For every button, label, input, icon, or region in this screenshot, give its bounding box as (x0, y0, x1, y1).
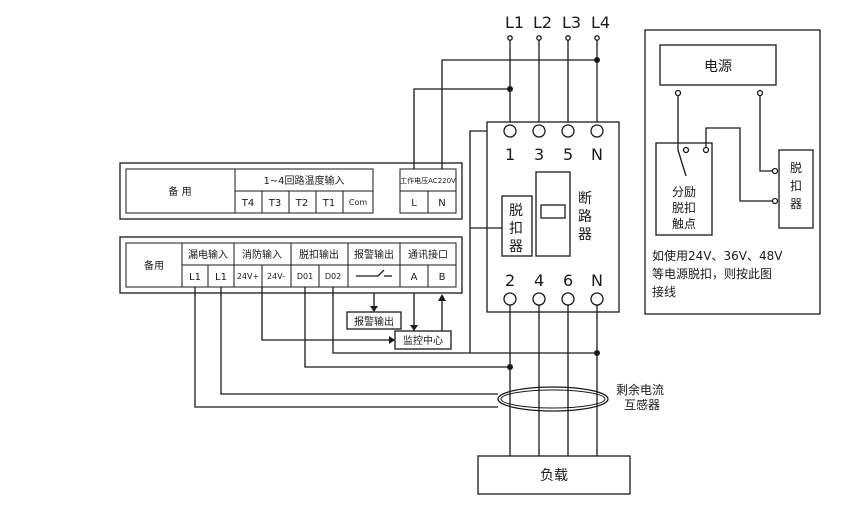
io-group-alarm-output: 报警输出 (354, 248, 394, 261)
breaker-bottom-terminal-4 (532, 292, 546, 306)
alarm-output-box (346, 311, 402, 330)
breaker-trip-device (501, 195, 533, 257)
alarm-relay-symbol (356, 269, 385, 277)
load: 负载 (477, 455, 631, 495)
breaker-bottom-label-6: 6 (563, 271, 573, 290)
power-cell-n: N (438, 198, 445, 209)
load-box (477, 455, 631, 495)
phase-wires (509, 40, 598, 126)
io-group-comm: 通讯接口 (408, 248, 448, 261)
shunt-contact-box (655, 142, 713, 236)
phase-label-l1: L1 (505, 13, 524, 32)
temp-cell-com: Com (349, 198, 367, 207)
controller-power-wires (413, 57, 600, 169)
io-cell-d02: D02 (325, 272, 341, 281)
trip-output-wires (304, 130, 600, 370)
io-cell-l1-b: L1 (215, 272, 227, 283)
alarm-output-label: 报警输出 (354, 315, 394, 328)
io-cell-a: A (411, 272, 418, 283)
breaker-label-char-3: 器 (578, 227, 592, 243)
breaker-label-char-1: 断 (578, 191, 592, 207)
shunt-label-line-3: 触点 (672, 217, 696, 231)
breaker-top-label-1: 1 (505, 145, 515, 164)
monitor-center-label: 监控中心 (403, 334, 443, 347)
io-block: 备用 漏电输入 消防输入 脱扣输出 报警输出 通讯接口 L1 L1 24V+ 2… (119, 236, 463, 294)
breaker-trip-char-1: 脱 (509, 203, 523, 219)
power-source-label: 电源 (704, 59, 732, 75)
io-cell-b: B (439, 272, 446, 283)
breaker-bottom-label-2: 2 (505, 271, 515, 290)
io-cell-24v-minus: 24V- (267, 272, 285, 281)
temp-input-header: 1~4回路温度输入 (263, 174, 344, 187)
breaker-top-terminal-5 (561, 124, 575, 138)
io-cell-l1-a: L1 (189, 272, 201, 283)
breaker: 1 3 5 N 脱 扣 器 断 路 器 2 4 6 N (486, 121, 620, 313)
phase-label-l3: L3 (562, 13, 581, 32)
temp-cell-t2: T2 (295, 198, 308, 209)
phase-label-l4: L4 (591, 13, 610, 32)
phase-label-l2: L2 (533, 13, 552, 32)
ct-label-line-1: 剩余电流 (616, 382, 664, 397)
phase-terminal-l4 (594, 35, 600, 41)
shunt-label-line-2: 脱扣 (672, 200, 696, 215)
breaker-top-label-3: 3 (534, 145, 544, 164)
breaker-bottom-label-n: N (591, 271, 603, 290)
ct-label-line-2: 互感器 (624, 397, 660, 412)
power-header: 工作电压AC220V (400, 176, 456, 185)
io-spare-label: 备用 (144, 259, 164, 272)
alarm-monitor: 报警输出 监控中心 (261, 287, 452, 350)
breaker-top-label-5: 5 (563, 145, 573, 164)
breaker-handle (540, 204, 566, 219)
right-trip-char-1: 脱 (790, 160, 802, 175)
right-trip-char-2: 扣 (790, 179, 802, 193)
breaker-bottom-terminal-n (590, 292, 604, 306)
temp-cell-t1: T1 (322, 198, 335, 209)
right-trip-char-3: 器 (790, 197, 802, 211)
residual-current-ct: 剩余电流 互感器 (497, 382, 664, 412)
phase-terminal-l2 (536, 35, 542, 41)
temp-input-block: 备 用 1~4回路温度输入 T4 T3 T2 T1 Com 工作电压AC220V… (119, 162, 463, 220)
note-line-3: 接线 (652, 284, 676, 299)
breaker-top-label-n: N (591, 145, 603, 164)
temp-cell-t3: T3 (268, 198, 281, 209)
ct-ring-inner (500, 389, 606, 409)
io-cell-d01: D01 (297, 272, 313, 281)
breaker-bottom-terminal-6 (561, 292, 575, 306)
shunt-label-line-1: 分励 (672, 185, 696, 199)
breaker-label-char-2: 路 (578, 209, 592, 225)
temp-cell-t4: T4 (241, 198, 254, 209)
note-line-1: 如使用24V、36V、48V (652, 248, 783, 263)
phase-terminal-l3 (565, 35, 571, 41)
io-group-trip-output: 脱扣输出 (299, 248, 339, 261)
load-wires (509, 305, 598, 456)
breaker-trip-char-3: 器 (509, 239, 523, 255)
power-cell-l: L (411, 198, 417, 209)
temp-spare-label: 备 用 (168, 185, 191, 198)
phase-inputs: L1 L2 L3 L4 (505, 13, 610, 41)
phase-terminal-l1 (507, 35, 513, 41)
ct-ring-outer (497, 386, 609, 412)
note-line-2: 等电源脱扣，则按此图 (652, 266, 772, 281)
leakage-input-wires (194, 287, 498, 408)
breaker-top-terminal-n (590, 124, 604, 138)
breaker-top-terminal-3 (532, 124, 546, 138)
right-trip-box (778, 149, 814, 229)
power-source-box (659, 44, 777, 86)
breaker-bottom-label-4: 4 (534, 271, 544, 290)
breaker-top-terminal-1 (503, 124, 517, 138)
right-panel: 电源 分励 脱扣 触点 脱 扣 器 如使用24V、36V、48V 等电源脱扣，则… (644, 29, 821, 315)
breaker-bottom-terminal-2 (503, 292, 517, 306)
io-group-leakage: 漏电输入 (188, 248, 228, 261)
io-cell-24v-plus: 24V+ (237, 272, 259, 281)
load-label: 负载 (540, 468, 568, 484)
breaker-trip-char-2: 扣 (509, 221, 523, 237)
io-group-fire: 消防输入 (242, 248, 282, 261)
